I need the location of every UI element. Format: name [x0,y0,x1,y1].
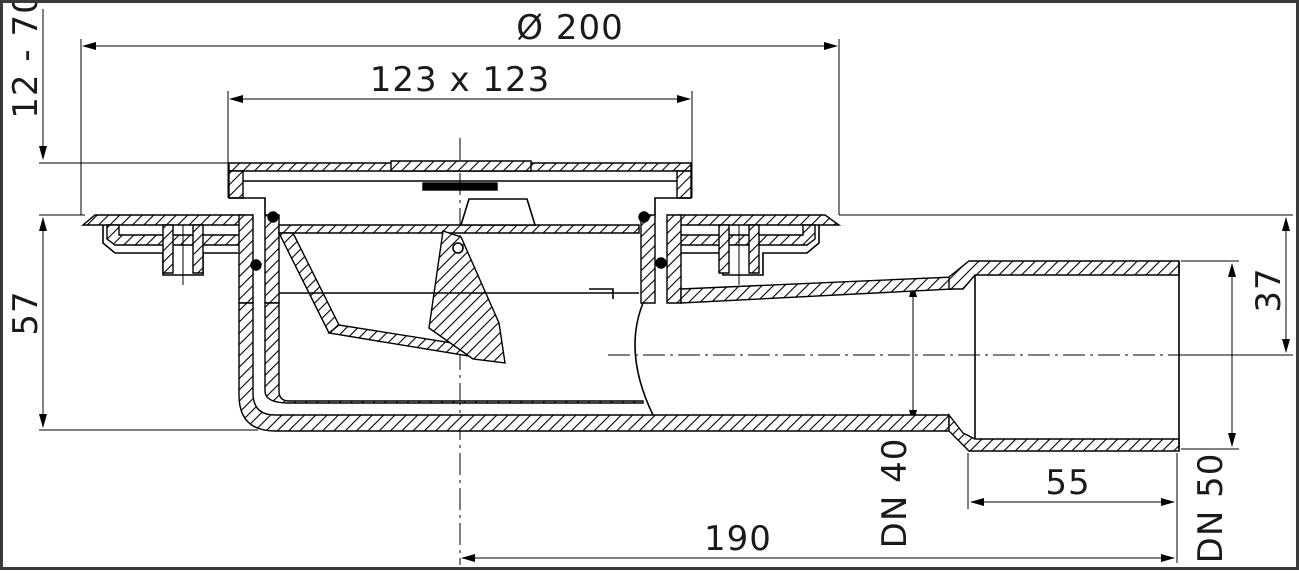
dim-label-grate: 123 x 123 [370,60,551,100]
drain-housing-outlet [238,260,1180,452]
dimension-dn40: DN 40 [875,283,917,549]
dimension-height-adjust: 12 - 70 [6,3,238,164]
dimension-body-height: 57 [6,214,258,431]
dim-label-height-adjust: 12 - 70 [6,3,46,119]
dimension-diameter-200: Ø 200 [80,8,840,215]
dim-label-body-height: 57 [6,290,46,335]
dim-label-dn50: DN 50 [1191,453,1231,564]
dimension-dn50: DN 50 [1181,260,1239,564]
dimension-outlet-height: 37 [839,214,1293,356]
technical-drawing: Ø 200 123 x 123 12 - 70 57 37 DN 50 DN 4… [6,3,1293,565]
dimension-grate-size: 123 x 123 [227,60,693,198]
dim-label-length: 190 [704,519,772,559]
dimension-spigot-length: 55 [967,453,1178,563]
dim-label-spigot: 55 [1045,463,1090,503]
dimension-length-190: 190 [461,519,1175,562]
grate-frame [228,160,692,215]
dim-label-outlet-height: 37 [1249,267,1289,312]
dim-label-dn40: DN 40 [875,438,915,549]
dim-label-diameter: Ø 200 [516,8,623,48]
drain-body [238,198,682,364]
